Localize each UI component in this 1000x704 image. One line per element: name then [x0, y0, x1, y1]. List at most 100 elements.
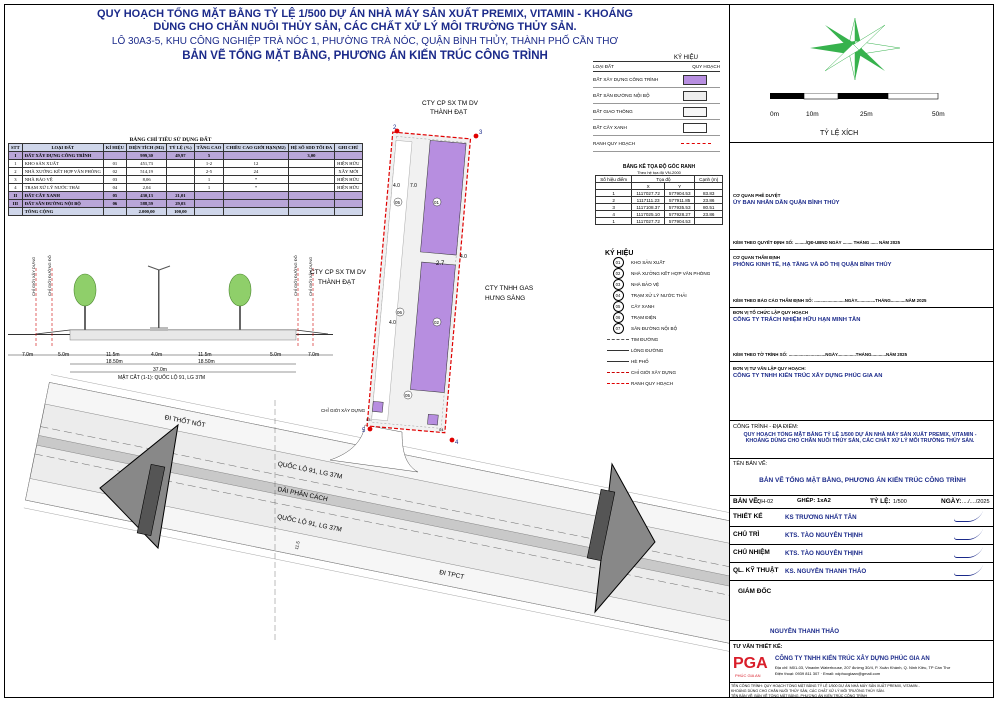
lu-cell	[102, 207, 128, 216]
chigioi-label: CHỈ GIỚI XÂY DỰNG	[321, 407, 366, 413]
top-legend-label: RANH QUY HOẠCH	[593, 141, 636, 146]
neighbor-right-2: HƯNG SÀNG	[485, 293, 525, 302]
coord-cell: 1117025.10	[631, 210, 665, 218]
legend-label: NHÀ BẢO VỆ	[631, 282, 660, 287]
coord-cell: 23.86	[694, 196, 723, 204]
signer-role: THIẾT KẾ	[733, 513, 763, 520]
arrow-left-icon	[99, 423, 179, 550]
boundary-points	[367, 128, 479, 443]
plan-dim-1: 7.0	[410, 183, 417, 189]
tag-05a: 05	[395, 200, 401, 205]
title-line-3: LÔ 30A3-5, KHU CÔNG NGHIỆP TRÀ NÓC 1, PH…	[111, 36, 619, 47]
scale-tick-2: 25m	[860, 111, 873, 118]
tag-03: 03	[366, 417, 371, 422]
coord-head-0: Số hiệu điểm	[594, 175, 633, 183]
coord-cell: 1117027.72	[631, 189, 665, 197]
top-legend-item: ĐẤT XÂY DỰNG CÔNG TRÌNH	[593, 72, 720, 88]
cs-label-right: CHỈ GIỚI ĐƯỜNG ĐỎ	[293, 255, 298, 296]
corner-3: 3	[479, 130, 483, 136]
cs-label-left: CHỈ GIỚI XÂY DỰNG	[31, 257, 36, 296]
tyle-value: 1/500	[893, 499, 907, 505]
consultant-addr: Địa chỉ: M01-03, Vinaxim Waterhouse, 207…	[775, 665, 951, 670]
coordinate-table-block: BẢNG KÊ TỌA ĐỘ GÓC RANH Theo hệ tọa độ V…	[594, 164, 723, 225]
footer-l2: KHOÁNG DÙNG CHO CHĂN NUÔI THỦY SẢN, CÁC …	[731, 689, 885, 693]
coord-cell: 1	[594, 217, 633, 225]
legend-symbol: 06	[605, 312, 631, 323]
approval-label: KÈM THEO QUYẾT ĐỊNH SỐ: ........./QĐ-UBN…	[733, 240, 901, 245]
cs-dim-3: 4.0m	[151, 352, 162, 358]
signer-role: QL. KỸ THUẬT	[733, 567, 779, 574]
neighbor-left: CTY CP SX TM DV	[310, 269, 367, 276]
project-value: QUY HOẠCH TỔNG MẶT BẰNG TỶ LỆ 1/500 DỰ Á…	[743, 432, 977, 444]
approval-label: CƠ QUAN THẨM ĐỊNH	[733, 255, 780, 260]
coord-cell: 577935.53	[663, 203, 696, 211]
ngay-value: ..../..../2025	[962, 499, 990, 505]
plan-dim-2: 2.7	[436, 261, 445, 267]
lu-cell	[334, 207, 363, 216]
coord-cell: 1117108.37	[631, 203, 665, 211]
legend-code: 07	[612, 323, 624, 334]
corner-4: 4	[455, 440, 459, 446]
consultant-phone: Điện thoại: 0939 811 307 · Email: xdphuc…	[775, 671, 881, 676]
tag-04: 04	[439, 427, 444, 432]
tb-row-sep	[729, 361, 994, 362]
legend-label: KHO SẢN XUẤT	[631, 260, 666, 265]
cross-section-diagram: 7.0m 5.0m 11.5m 4.0m 11.5m 5.0m 7.0m 18.…	[8, 255, 333, 381]
tree-right-icon	[228, 273, 252, 330]
plan-dim-0: 4.0	[393, 183, 400, 189]
to-tpct-label: ĐI TPCT	[439, 569, 465, 581]
cs-dim-mid2: 18.50m	[198, 359, 215, 365]
legend-label: TRẠM ĐIỆN	[631, 315, 657, 320]
legend-label: SÂN ĐƯỜNG NỘI BỘ	[631, 326, 678, 331]
coord-cell: 577928.27	[663, 210, 696, 218]
top-legend-col2: QUY HOẠCH	[692, 64, 720, 69]
legend-symbol	[605, 383, 631, 384]
legend-symbol: 05	[605, 301, 631, 312]
legend-symbol	[605, 339, 631, 340]
tag-01: 01	[434, 200, 440, 205]
tb-sep4	[729, 495, 994, 496]
coord-cell: 2	[594, 196, 633, 204]
tb-sep2	[729, 420, 994, 421]
top-legend-label: ĐẤT XÂY DỰNG CÔNG TRÌNH	[593, 77, 659, 82]
top-legend-swatch	[681, 143, 711, 144]
top-legend-item: ĐẤT GIAO THÔNG	[593, 104, 720, 120]
top-legend-item: ĐẤT CÂY XANH	[593, 120, 720, 136]
cs-label-right2: CHỈ GIỚI XÂY DỰNG	[308, 257, 313, 296]
tyle-label: TỶ LỆ:	[870, 498, 891, 505]
coord-subtitle: Theo hệ tọa độ VN-2000	[637, 170, 681, 175]
coord-cell	[694, 217, 723, 225]
scale-bar	[770, 93, 939, 100]
top-legend-item: RANH QUY HOẠCH	[593, 136, 720, 152]
coord-cell: 577904.53	[663, 189, 696, 197]
coord-cell: 83.83	[694, 189, 723, 197]
north-arrow-icon	[810, 17, 901, 81]
tb-sep3	[729, 458, 994, 459]
legend-symbol	[605, 372, 631, 373]
neighbor-top-2: THÀNH ĐẠT	[430, 107, 467, 116]
legend-item: TIM ĐƯỜNG	[605, 334, 725, 345]
legend-symbol: 07	[605, 323, 631, 334]
approval-label: CƠ QUAN PHÊ DUYỆT	[733, 193, 781, 198]
lu-cell: 100,00	[166, 207, 195, 216]
corner-1: 2	[393, 125, 397, 131]
corner-5: 5	[362, 428, 366, 434]
approval-label: ĐƠN VỊ TỔ CHỨC LẬP QUY HOẠCH	[733, 310, 809, 315]
coord-cell: 80.51	[694, 203, 723, 211]
legend-symbol	[605, 361, 631, 362]
tb-sep7	[729, 682, 994, 683]
title-block-divider	[729, 4, 730, 698]
tb-sep6	[729, 640, 994, 641]
ban-ve-label: BẢN VẼ:	[733, 498, 760, 505]
tb-row-sep	[729, 544, 994, 545]
top-legend-swatch	[683, 74, 707, 85]
